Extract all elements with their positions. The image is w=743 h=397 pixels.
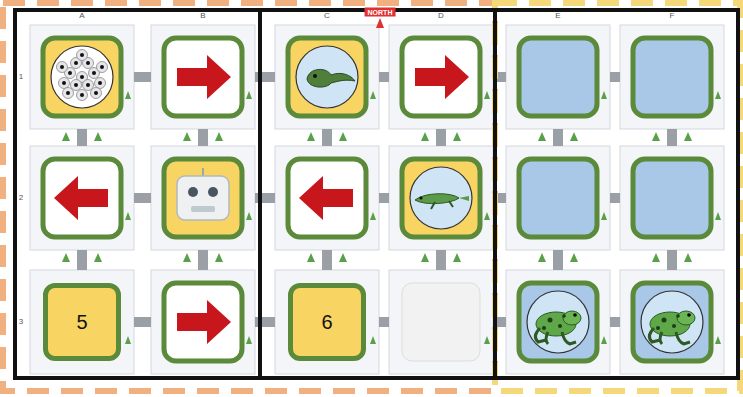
street-block <box>506 270 610 374</box>
tree <box>715 336 721 344</box>
road <box>553 250 563 270</box>
tree <box>421 132 429 141</box>
street-block <box>506 146 610 250</box>
road <box>610 317 620 327</box>
column-label: E <box>554 12 561 20</box>
tree <box>339 132 347 141</box>
tree <box>246 212 252 220</box>
road <box>667 129 677 146</box>
tree <box>94 132 102 141</box>
road <box>667 250 677 270</box>
tree <box>715 91 721 99</box>
road <box>77 129 87 146</box>
road <box>134 72 151 82</box>
tree <box>339 253 347 262</box>
number-tile: 6 <box>288 283 366 361</box>
tree <box>307 253 315 262</box>
road <box>379 72 389 82</box>
road <box>322 129 332 146</box>
street-block <box>151 25 255 129</box>
street-block <box>389 146 493 250</box>
road <box>134 193 151 203</box>
street-block <box>620 146 724 250</box>
tree <box>538 253 546 262</box>
tree <box>484 212 490 220</box>
tree <box>453 132 461 141</box>
tree <box>484 336 490 344</box>
tree <box>246 91 252 99</box>
tile-number: 6 <box>321 311 332 334</box>
street-block <box>275 146 379 250</box>
tree <box>215 132 223 141</box>
tree <box>684 132 692 141</box>
street-block <box>620 270 724 374</box>
street-block <box>620 25 724 129</box>
tile-number: 5 <box>76 311 87 334</box>
tree <box>601 336 607 344</box>
street-block <box>151 270 255 374</box>
column-label: C <box>323 12 331 20</box>
row-label: 2 <box>18 194 24 202</box>
number-tile: 5 <box>43 283 121 361</box>
tree <box>715 212 721 220</box>
tree <box>62 253 70 262</box>
tree <box>183 253 191 262</box>
street-block <box>389 270 493 374</box>
column-label: A <box>78 12 85 20</box>
tree <box>246 336 252 344</box>
road <box>436 129 446 146</box>
north-marker: NORTH <box>365 8 396 17</box>
tree <box>183 132 191 141</box>
tree <box>601 91 607 99</box>
road <box>379 193 389 203</box>
street-block <box>389 25 493 129</box>
tree <box>62 132 70 141</box>
street-block <box>151 146 255 250</box>
tree <box>601 212 607 220</box>
street-block <box>30 146 134 250</box>
tree <box>453 253 461 262</box>
road <box>610 193 620 203</box>
row-label: 3 <box>18 318 24 326</box>
road <box>77 250 87 270</box>
road <box>436 250 446 270</box>
column-label: B <box>199 12 206 20</box>
tree <box>652 132 660 141</box>
tree <box>125 212 131 220</box>
road <box>322 250 332 270</box>
tree <box>684 253 692 262</box>
tree <box>652 253 660 262</box>
road <box>379 317 389 327</box>
tree <box>538 132 546 141</box>
tree <box>94 253 102 262</box>
tree <box>421 253 429 262</box>
tree <box>307 132 315 141</box>
tree <box>125 336 131 344</box>
tree <box>370 212 376 220</box>
tree <box>125 91 131 99</box>
street-block <box>30 270 134 374</box>
tree <box>484 91 490 99</box>
road <box>198 250 208 270</box>
tree <box>370 91 376 99</box>
tree <box>215 253 223 262</box>
street-block <box>275 25 379 129</box>
column-label: D <box>437 12 445 20</box>
road <box>134 317 151 327</box>
road <box>610 72 620 82</box>
road <box>198 129 208 146</box>
street-block <box>506 25 610 129</box>
tree <box>370 336 376 344</box>
row-label: 1 <box>18 73 24 81</box>
tree <box>570 253 578 262</box>
street-block <box>275 270 379 374</box>
road <box>553 129 563 146</box>
column-label: F <box>669 12 676 20</box>
street-block <box>30 25 134 129</box>
tree <box>570 132 578 141</box>
